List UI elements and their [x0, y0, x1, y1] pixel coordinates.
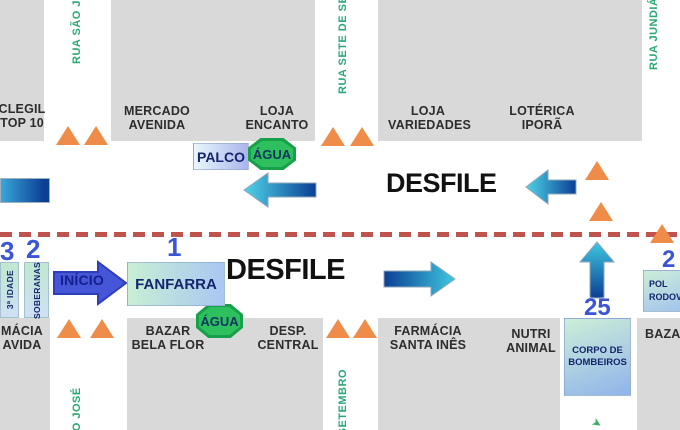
store-label-clegil: CLEGIL TOP 10 [0, 102, 46, 130]
block-top-left [0, 0, 44, 141]
position-number-3: 3 [0, 236, 15, 266]
triangle-marker-icon [321, 127, 345, 146]
store-label-bazar-bela-flor: BAZAR BELA FLOR [131, 324, 205, 352]
parade-arrow-left-short-icon [525, 168, 577, 206]
triangle-marker-icon [84, 126, 108, 145]
triangle-marker-icon [585, 161, 609, 180]
agua-station-top: ÁGUA [248, 138, 296, 170]
idade-box: 3ª IDADE [0, 262, 19, 318]
parade-arrow-left-icon [243, 172, 317, 208]
parade-arrow-left-tail-icon [0, 178, 50, 203]
position-number-2: 2 [26, 234, 41, 264]
store-label-desp-central: DESP. CENTRAL [257, 324, 319, 352]
soberanas-box: SOBERANAS [24, 262, 49, 319]
triangle-marker-icon [650, 224, 674, 243]
triangle-marker-icon [589, 202, 613, 221]
triangle-marker-icon [90, 319, 114, 338]
palco-box: PALCO [193, 143, 249, 170]
fanfarra-box: FANFARRA [127, 262, 225, 306]
route-divider-dashed-line [0, 232, 680, 237]
parade-arrow-up-icon [578, 241, 616, 299]
block-farmacia-nutri [378, 318, 560, 430]
agua-station-bottom: ÁGUA [196, 304, 243, 338]
position-number-25: 25 [584, 294, 611, 321]
store-label-farmacia-left: MÁCIA AVIDA [1, 324, 43, 352]
block-bottom-right [637, 318, 680, 430]
desfile-label-lower: DESFILE [226, 254, 345, 286]
street-name-rua-sete-de-setembro-bottom: RUA SETE DE SETEMBRO [337, 362, 359, 430]
triangle-marker-icon [326, 319, 350, 338]
block-variedades-loterica [378, 0, 642, 141]
triangle-marker-icon [353, 319, 377, 338]
store-label-loja-variedades: LOJA VARIEDADES [388, 104, 472, 132]
position-number-1: 1 [167, 232, 182, 262]
parade-arrow-right-icon [383, 261, 456, 297]
block-mercado-encanto [111, 0, 315, 141]
store-label-nutri-animal: NUTRI ANIMAL [506, 327, 556, 355]
triangle-marker-icon [56, 126, 80, 145]
store-label-loterica-ipora: LOTÉRICA IPORÃ [509, 104, 575, 132]
desfile-label-upper: DESFILE [386, 168, 497, 198]
triangle-marker-icon [350, 127, 374, 146]
block-bottom-left [0, 318, 50, 430]
corpo-de-bombeiros-box: CORPO DE BOMBEIROS [564, 318, 631, 396]
store-label-mercado-avenida: MERCADO AVENIDA [124, 104, 190, 132]
small-green-arrow-icon: ➤ [589, 414, 606, 430]
store-label-loja-encanto: LOJA ENCANTO [245, 104, 309, 132]
street-name-rua-sao-jose-bottom: RUA SÃO JOSÉ [71, 380, 93, 430]
triangle-marker-icon [57, 319, 81, 338]
street-name-rua-sao-jose-top: RUA SÃO JOSÉ [71, 0, 83, 65]
street-name-rua-sete-de-setembro-top: RUA SETE DE SETEMBRO [337, 0, 349, 95]
inicio-arrow-icon [53, 260, 128, 306]
store-label-farmacia-santa-ines: FARMÁCIA SANTA INÊS [389, 324, 467, 352]
street-name-rua-jundia: RUA JUNDIÁ [648, 0, 660, 71]
inicio-label: INÍCIO [60, 272, 104, 288]
position-number-right: 2 [662, 246, 676, 273]
policia-rodoviaria-box: POL RODOV [643, 270, 680, 312]
store-label-bazar-right: BAZAR [645, 327, 680, 341]
